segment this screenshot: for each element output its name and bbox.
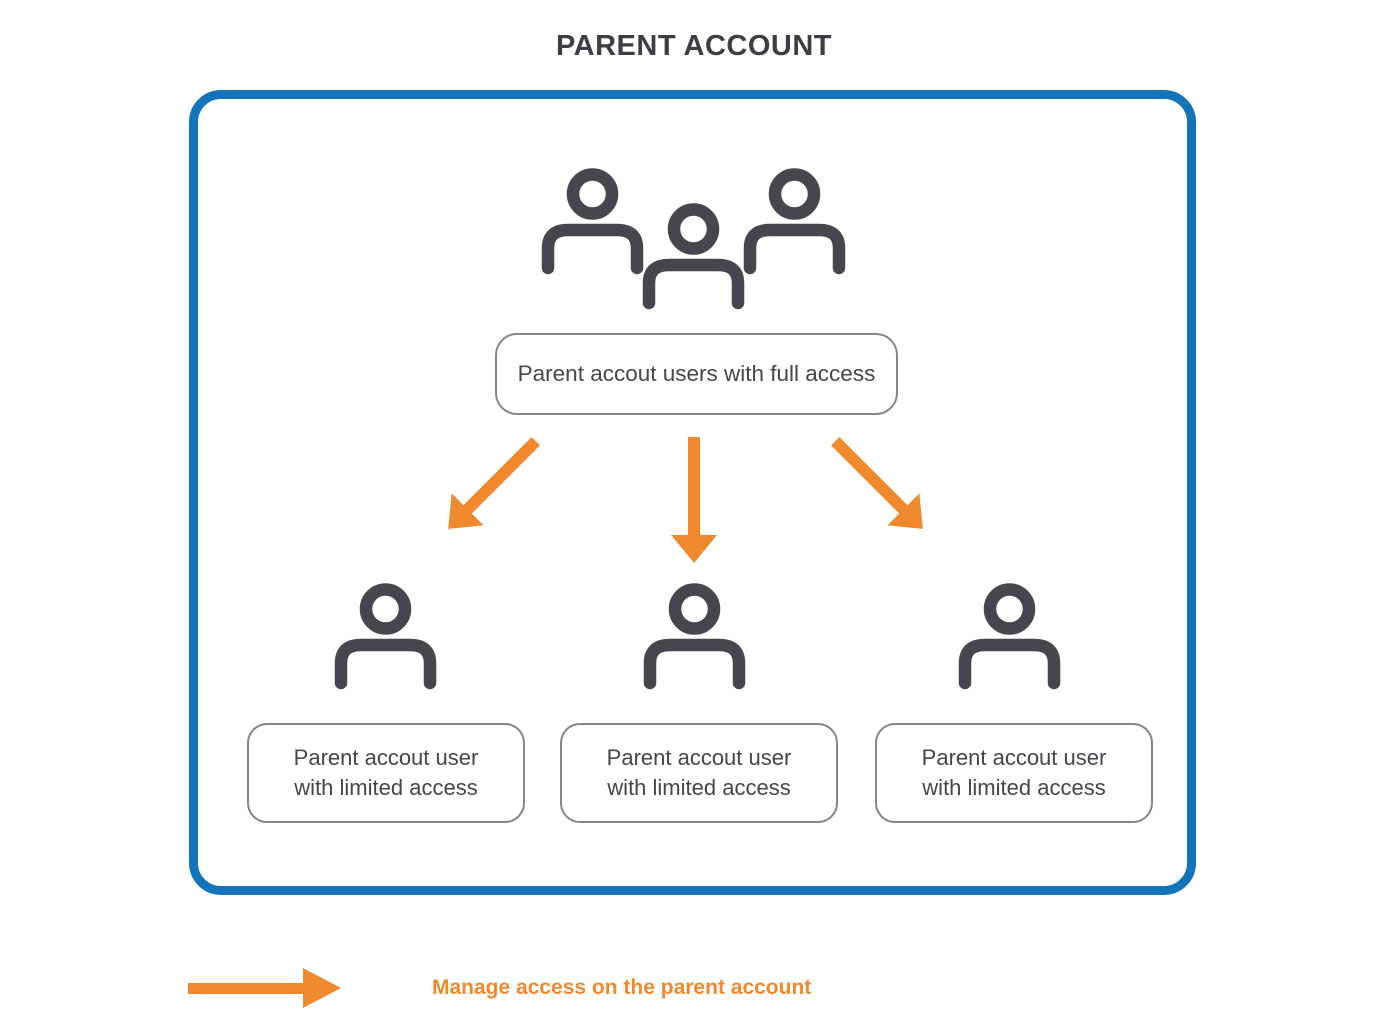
limited-access-label-line2: with limited access: [294, 775, 478, 800]
person-icon: [333, 583, 438, 690]
limited-access-label-line1: Parent accout user: [606, 745, 792, 770]
person-icon: [642, 583, 747, 690]
full-access-label: Parent accout users with full access: [517, 361, 876, 386]
limited-access-label-box: Parent accout user with limited access: [560, 723, 838, 823]
limited-access-label-line2: with limited access: [607, 775, 791, 800]
arrow-down-icon: [671, 437, 717, 563]
limited-access-label-box: Parent accout user with limited access: [875, 723, 1153, 823]
limited-access-label-line1: Parent accout user: [293, 745, 479, 770]
full-access-label-box: Parent accout users with full access: [495, 333, 898, 415]
person-icon: [540, 168, 645, 275]
person-icon: [742, 168, 847, 275]
person-icon: [957, 583, 1062, 690]
limited-access-label-line2: with limited access: [922, 775, 1106, 800]
limited-access-label-line1: Parent accout user: [921, 745, 1107, 770]
page-title: PARENT ACCOUNT: [555, 30, 833, 62]
legend-label: Manage access on the parent account: [432, 976, 812, 999]
limited-access-label-box: Parent accout user with limited access: [247, 723, 525, 823]
person-icon: [641, 203, 746, 310]
arrow-right-icon: [188, 966, 341, 1010]
